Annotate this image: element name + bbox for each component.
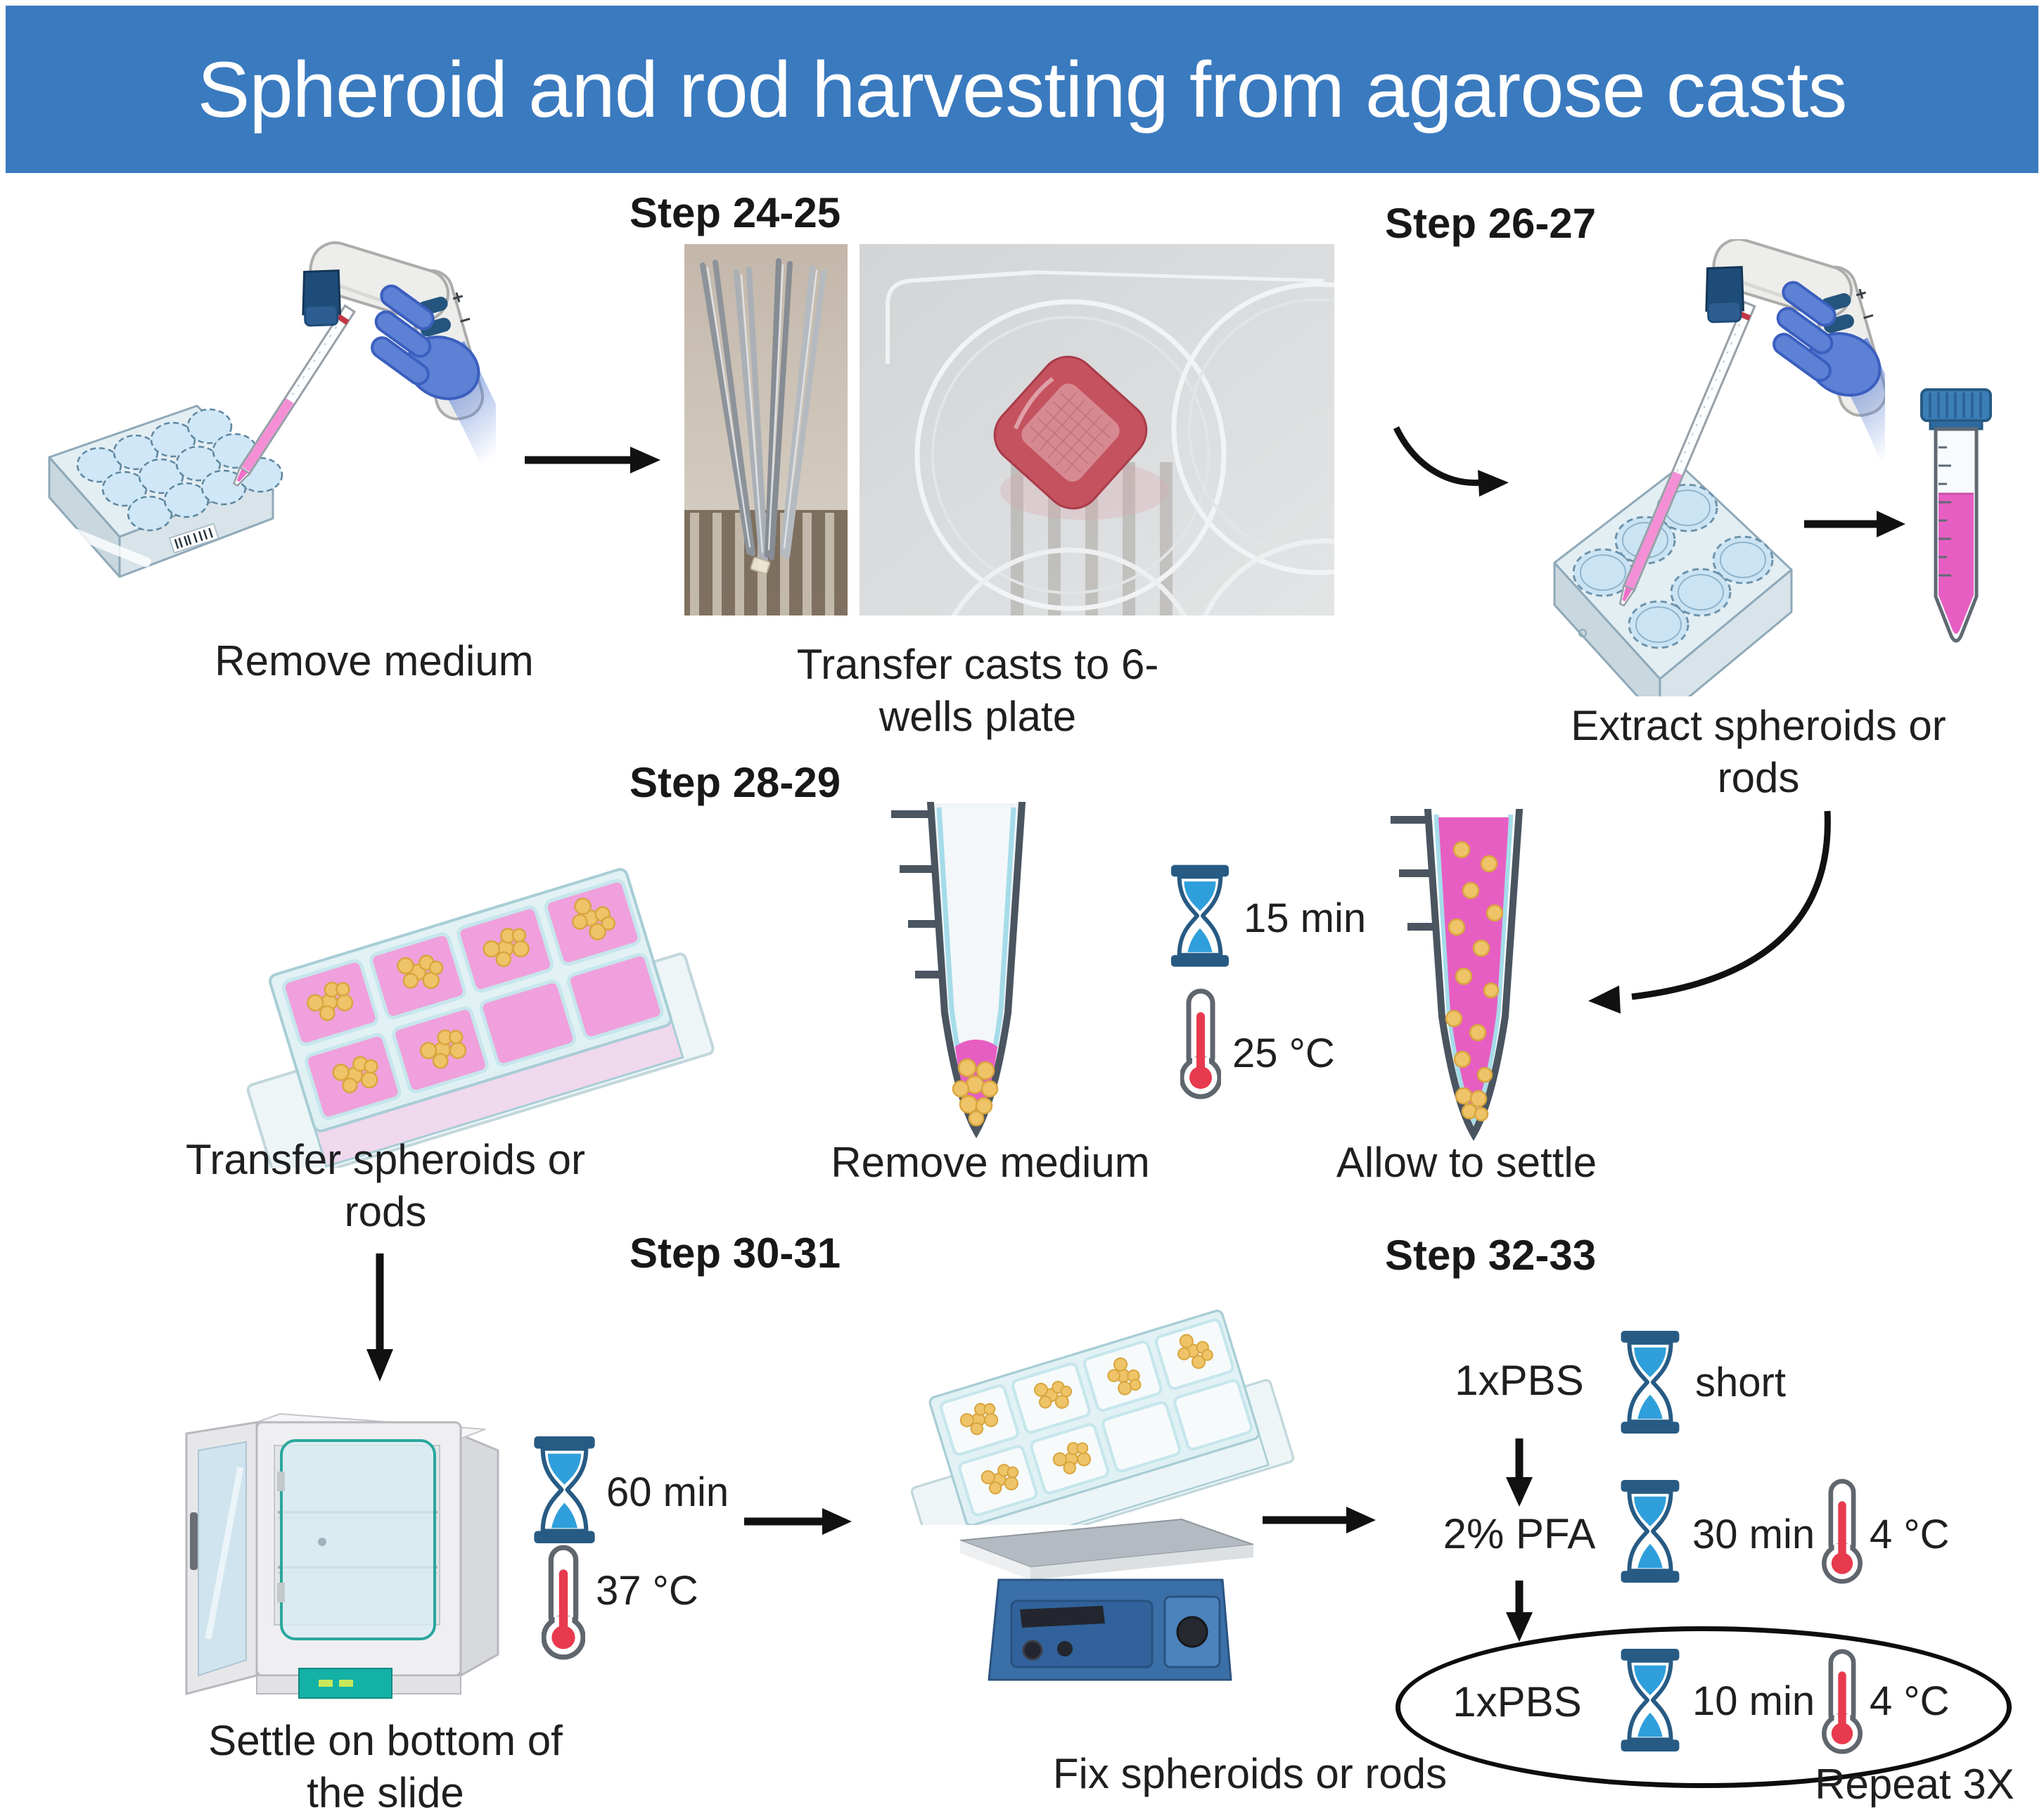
reagent-1xpbs-1: 1xPBS xyxy=(1455,1357,1584,1404)
time-60min: 60 min xyxy=(606,1469,729,1515)
arrow-right-icon xyxy=(1263,1507,1376,1533)
temp-25c: 25 °C xyxy=(1232,1030,1335,1076)
outer-door xyxy=(185,1421,258,1695)
agarose-cast xyxy=(993,355,1148,510)
hourglass-icon xyxy=(531,1436,598,1543)
spheroids xyxy=(952,1058,999,1127)
curved-arrow-icon xyxy=(1588,810,1831,1014)
barcode xyxy=(169,523,219,554)
serological-pipette xyxy=(232,304,357,487)
reagent-1xpbs-2: 1xPBS xyxy=(1452,1678,1582,1725)
tube-allow-settle xyxy=(1391,809,1524,1142)
wells xyxy=(281,879,664,1121)
chamber-slide-pink xyxy=(246,868,715,1168)
twelve-well-plate xyxy=(48,404,283,578)
curved-arrow-icon xyxy=(1393,426,1509,497)
caption-allow-settle: Allow to settle xyxy=(1336,1139,1597,1186)
step-label-32-33: Step 32-33 xyxy=(1385,1232,1597,1279)
shaker-illustration xyxy=(959,1518,1254,1681)
falcon-tube xyxy=(1920,388,1992,643)
glove-hand-icon xyxy=(371,284,496,468)
control-panel xyxy=(298,1668,392,1699)
thermometer-icon xyxy=(1822,1649,1863,1754)
caption-transfer-spheroids: Transfer spheroids or rods xyxy=(185,1136,586,1235)
step-label-28-29: Step 28-29 xyxy=(630,759,841,806)
temp-4c-2: 4 °C xyxy=(1870,1678,1950,1724)
arrow-down-icon xyxy=(366,1253,393,1381)
hourglass-icon xyxy=(1619,1649,1681,1751)
serological-pipette xyxy=(1618,300,1756,607)
reagent-2pfa: 2% PFA xyxy=(1443,1510,1596,1557)
hourglass-icon xyxy=(1619,1331,1681,1434)
step-label-30-31: Step 30-31 xyxy=(630,1230,841,1277)
hourglass-icon xyxy=(1170,864,1230,968)
tweezers xyxy=(700,258,826,562)
step-label-24-25: Step 24-25 xyxy=(630,189,841,236)
tube-remove-medium xyxy=(891,802,1026,1139)
six-well-plate xyxy=(1553,464,1793,696)
six-well-plate-photo xyxy=(860,244,1334,615)
title-banner: Spheroid and rod harvesting from agarose… xyxy=(6,6,2038,173)
time-short: short xyxy=(1695,1360,1786,1405)
caption-remove-medium-2: Remove medium xyxy=(831,1139,1150,1186)
glove-hand-icon xyxy=(1772,281,1885,464)
incubator-illustration xyxy=(185,1412,499,1699)
repeat-ellipse xyxy=(1395,1626,2012,1788)
time-15min: 15 min xyxy=(1244,895,1367,941)
arrow-right-icon xyxy=(1804,511,1905,537)
time-10min: 10 min xyxy=(1692,1678,1815,1724)
arrow-down-icon xyxy=(1506,1581,1533,1642)
hourglass-icon xyxy=(1619,1480,1681,1583)
thermometer-icon xyxy=(542,1545,585,1660)
page-title: Spheroid and rod harvesting from agarose… xyxy=(197,45,1848,134)
caption-extract: Extract spheroids or rods xyxy=(1571,702,1946,801)
caption-fix: Fix spheroids or rods xyxy=(1052,1750,1448,1797)
time-30min: 30 min xyxy=(1692,1512,1815,1557)
spheroids xyxy=(1445,841,1504,1122)
arrow-right-icon xyxy=(744,1508,852,1535)
chamber-slide-pale xyxy=(910,1309,1295,1525)
extract-illustration xyxy=(1553,239,1885,696)
repeat-note: Repeat 3X xyxy=(1815,1761,2014,1808)
caption-remove-medium-1: Remove medium xyxy=(215,637,534,684)
step-label-26-27: Step 26-27 xyxy=(1385,200,1597,247)
temp-4c-1: 4 °C xyxy=(1870,1512,1950,1557)
wells xyxy=(76,408,283,532)
tweezers-photo xyxy=(684,244,848,615)
arrow-right-icon xyxy=(525,447,660,473)
arrow-down-icon xyxy=(1506,1438,1533,1507)
remove-medium-illustration xyxy=(48,241,496,578)
inner-glass-door xyxy=(277,1439,436,1640)
caption-transfer-casts: Transfer casts to 6- wells plate xyxy=(796,641,1159,740)
thermometer-icon xyxy=(1180,988,1221,1099)
temp-37c: 37 °C xyxy=(596,1568,698,1614)
thermometer-icon xyxy=(1822,1479,1863,1584)
caption-settle: Settle on bottom of the slide xyxy=(208,1717,563,1816)
